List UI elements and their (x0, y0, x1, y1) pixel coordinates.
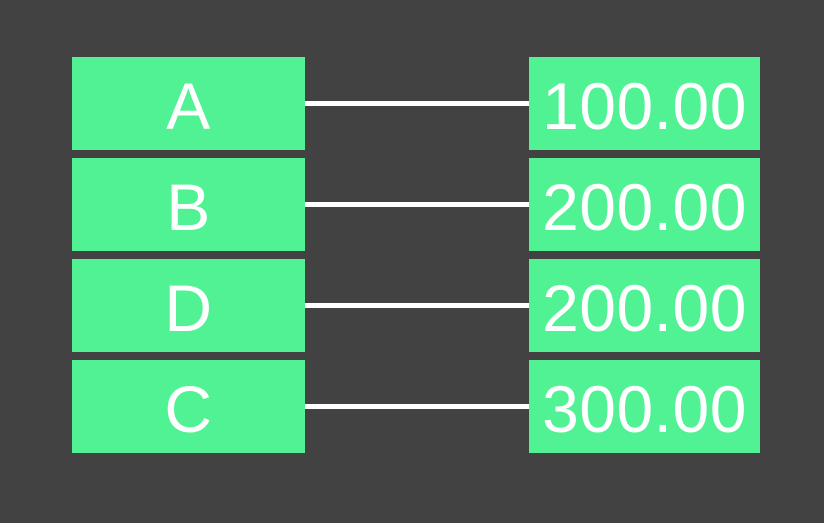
right-node-label: 100.00 (542, 68, 747, 143)
right-node: 200.00 (529, 259, 760, 352)
left-node: B (72, 158, 305, 251)
left-node: A (72, 57, 305, 150)
right-node-label: 300.00 (542, 371, 747, 446)
connector (305, 57, 529, 150)
left-node-label: C (164, 371, 213, 446)
left-node-label: B (166, 169, 211, 244)
diagram-row: C 300.00 (72, 360, 824, 453)
right-node: 100.00 (529, 57, 760, 150)
diagram-row: D 200.00 (72, 259, 824, 352)
right-node-label: 200.00 (542, 169, 747, 244)
connector-line (305, 404, 529, 409)
left-node-label: D (164, 270, 213, 345)
right-node: 200.00 (529, 158, 760, 251)
connector-line (305, 303, 529, 308)
diagram-row: A 100.00 (72, 57, 824, 150)
connector-line (305, 101, 529, 106)
diagram-row: B 200.00 (72, 158, 824, 251)
connector (305, 360, 529, 453)
left-node: C (72, 360, 305, 453)
right-node: 300.00 (529, 360, 760, 453)
left-node: D (72, 259, 305, 352)
connector (305, 259, 529, 352)
connector (305, 158, 529, 251)
right-node-label: 200.00 (542, 270, 747, 345)
connector-line (305, 202, 529, 207)
left-node-label: A (166, 68, 211, 143)
